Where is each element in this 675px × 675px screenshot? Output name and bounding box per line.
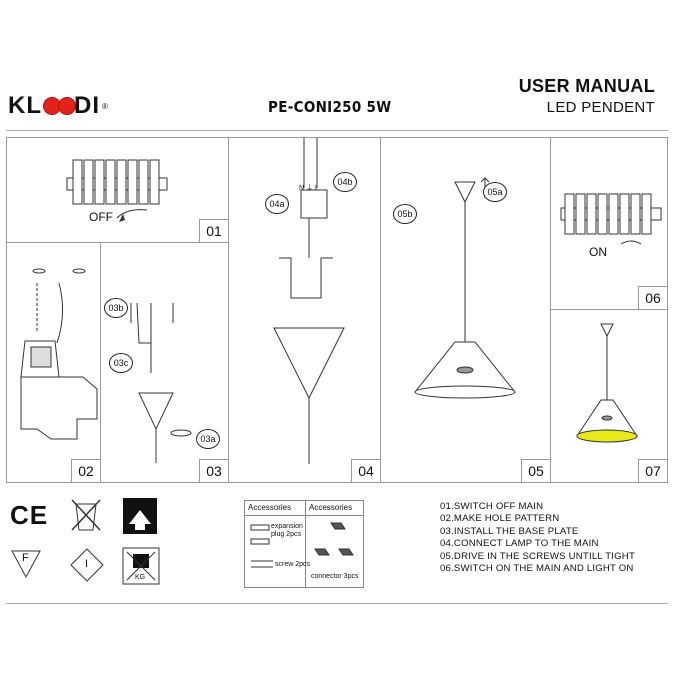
panel-step-05: 05b 05a 05: [380, 137, 551, 483]
accessories-header-right: Accessories: [309, 503, 353, 512]
instruction-steps: 01.SWITCH OFF MAIN 02.MAKE HOLE PATTERN …: [440, 501, 635, 575]
brand-double-o-mark: [43, 97, 76, 115]
panel-step-06: ON 06: [550, 137, 668, 310]
indoor-use-icon: [123, 498, 157, 534]
step-text-06: 06.SWITCH ON THE MAIN AND LIGHT ON: [440, 563, 634, 575]
brand-text-left: KL: [8, 92, 42, 119]
callout-05a: 05a: [483, 182, 507, 202]
f-mark-label: F: [22, 552, 29, 564]
footer-divider: [6, 603, 668, 604]
step-text-05: 05.DRIVE IN THE SCREWS UNTILL TIGHT: [440, 550, 636, 562]
callout-04a: 04a: [265, 194, 289, 214]
panel-step-03: 03b 03c 03a 03: [100, 242, 229, 483]
step-number-05: 05: [521, 459, 550, 482]
panel-step-02: 02: [6, 242, 101, 483]
breaker-on-illustration: [560, 193, 662, 245]
step-number-01: 01: [199, 219, 228, 242]
callout-04b: 04b: [333, 172, 357, 192]
model-number: PE-CONI250 5W: [268, 98, 392, 116]
switch-off-label: OFF: [89, 210, 113, 224]
step-number-03: 03: [199, 459, 228, 482]
callout-03c: 03c: [109, 353, 133, 373]
weight-limit-label: KG: [135, 574, 146, 581]
pendant-lit-illustration: [576, 323, 638, 443]
accessories-box: Accessories Accessories expansion plug 2…: [244, 500, 364, 588]
base-plate-illustration: [130, 302, 192, 463]
brand-logo: KL DI ®: [8, 92, 109, 120]
step-number-07: 07: [638, 459, 667, 482]
step-number-04: 04: [351, 459, 380, 482]
accessories-header-left: Accessories: [248, 503, 292, 512]
header-divider: [6, 130, 668, 131]
accessory-screw: screw 2pcs: [275, 561, 311, 568]
accessory-connector: connector 3pcs: [311, 573, 359, 580]
step-text-03: 03.INSTALL THE BASE PLATE: [440, 525, 579, 537]
registered-mark: ®: [102, 101, 109, 111]
wire-marks: N ⏚ L: [299, 185, 319, 192]
step-text-01: 01.SWITCH OFF MAIN: [440, 501, 544, 512]
step-text-02: 02.MAKE HOLE PATTERN: [440, 513, 560, 525]
panel-step-07: 07: [550, 309, 668, 483]
switch-on-label: ON: [589, 245, 607, 259]
pendant-mount-illustration: [413, 177, 517, 399]
step-number-02: 02: [71, 459, 100, 482]
f-mark-icon: [11, 550, 41, 579]
weee-bin-icon: [71, 499, 101, 531]
manual-title: USER MANUAL: [518, 76, 655, 96]
breaker-off-illustration: [66, 159, 168, 222]
drill-illustration: [20, 268, 98, 440]
accessory-expansion-plug: expansion plug 2pcs: [271, 523, 303, 538]
step-text-04: 04.CONNECT LAMP TO THE MAIN: [440, 538, 599, 550]
plug-screw-illustration: [250, 524, 273, 568]
callout-05b: 05b: [393, 204, 417, 224]
connector-illustration: [314, 522, 354, 556]
weight-limit-icon: [122, 547, 160, 585]
class-i-icon: [70, 548, 104, 582]
class-i-label: I: [85, 558, 89, 570]
manual-subtitle: LED PENDENT: [546, 99, 655, 116]
ce-mark: CE: [10, 500, 49, 530]
callout-03b: 03b: [104, 298, 128, 318]
callout-03a: 03a: [196, 429, 220, 449]
wire-connection-illustration: [273, 138, 345, 464]
step-number-06: 06: [638, 286, 667, 309]
panel-step-04: N ⏚ L 04a 04b 04: [228, 137, 381, 483]
brand-text-right: DI: [74, 92, 100, 119]
panel-step-01: OFF 01: [6, 137, 229, 243]
